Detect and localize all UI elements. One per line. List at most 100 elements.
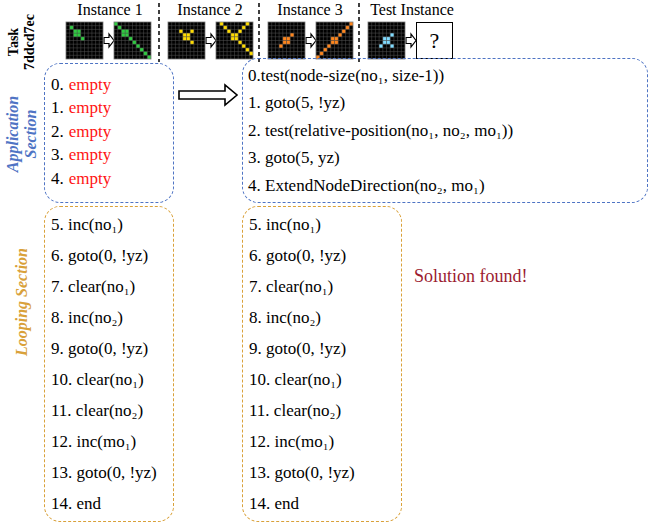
grid-pixel — [246, 48, 250, 52]
grid-line — [91, 22, 92, 59]
instruction: 9. goto(0, !yz) — [51, 339, 148, 359]
grid-frame — [66, 22, 103, 59]
grid-line — [168, 44, 205, 45]
instruction: 9. goto(0, !yz) — [249, 339, 346, 359]
grid-pixel — [179, 29, 183, 33]
grid-line — [139, 22, 140, 59]
pair-arrow — [306, 34, 316, 47]
grid-pixel — [342, 29, 346, 33]
grid-pixel — [227, 29, 231, 33]
empty-slot: empty — [69, 169, 112, 189]
grid-pixel — [338, 33, 342, 37]
grid-line — [168, 55, 205, 56]
grid-line — [316, 40, 353, 41]
grid-pixel — [387, 41, 391, 45]
grid-line — [301, 22, 302, 59]
grid-line — [338, 22, 339, 59]
grid-line — [341, 22, 342, 59]
grid-line — [393, 22, 394, 59]
pixel-grid — [66, 22, 103, 59]
instruction: 11. clear(no₂) — [249, 401, 341, 421]
code-line: 1. goto(5, !yz) — [248, 90, 513, 118]
grid-line — [168, 51, 205, 52]
instruction: 2. test(relative-position(no₁, no₂, mo₁)… — [248, 121, 513, 141]
section-heading: Application Section — [4, 79, 40, 189]
instruction: 5. inc(no₁) — [51, 215, 123, 235]
grid-line — [114, 47, 151, 48]
grid-line — [316, 44, 353, 45]
grid-line — [216, 44, 253, 45]
grid-pixel — [279, 44, 283, 48]
grid-pixel — [183, 37, 187, 41]
grid-pixel — [129, 37, 133, 41]
grid-line — [368, 55, 405, 56]
code-lines: 5. inc(no₁)6. goto(0, !yz)7. clear(no₁)8… — [45, 207, 157, 519]
code-line: 10. clear(no₁) — [51, 364, 157, 395]
line-number: 4. — [51, 169, 64, 189]
grid-pixel — [387, 37, 391, 41]
grid-pixel — [283, 37, 287, 41]
grid-line — [316, 55, 353, 56]
grid-pixel — [133, 41, 137, 45]
grid-pixel — [70, 26, 74, 30]
grid-line — [268, 44, 305, 45]
grid-line — [268, 47, 305, 48]
grid-pixel — [187, 37, 191, 41]
grid-pixel — [125, 29, 129, 33]
grid-ground — [66, 22, 103, 59]
grid-line — [168, 40, 205, 41]
pixel-grid — [268, 22, 305, 59]
answer-box: ? — [416, 22, 453, 59]
grid-pixel — [147, 55, 151, 59]
grid-pixel — [320, 52, 324, 56]
grid-pixel — [140, 48, 144, 52]
code-line: 12. inc(mo₁) — [249, 426, 355, 457]
code-line: 9. goto(0, !yz) — [51, 333, 157, 364]
grid-line — [368, 44, 405, 45]
line-number: 2. — [51, 122, 64, 142]
instance-label: Test Instance — [370, 1, 454, 19]
grid-frame — [316, 22, 353, 59]
code-line: 8. inc(no₂) — [51, 302, 157, 333]
instruction: 4. ExtendNodeDirection(no₂, mo₁) — [248, 176, 485, 196]
grid-pixel — [121, 29, 125, 33]
pixel-grid — [316, 22, 353, 59]
pixel-grid — [114, 22, 151, 59]
code-lines: 0.test(node-size(no₁, size-1))1. goto(5,… — [243, 59, 513, 200]
grid-line — [66, 47, 103, 48]
grid-line — [143, 22, 144, 59]
pair-arrow — [104, 34, 114, 47]
grid-ground — [316, 22, 353, 59]
pixel-grid — [216, 22, 253, 59]
instruction: 10. clear(no₁) — [51, 370, 144, 390]
grid-pixel — [121, 33, 125, 37]
line-number: 0. — [51, 75, 64, 95]
grid-pixel — [238, 41, 242, 45]
grid-frame — [368, 22, 405, 59]
grid-pixel — [323, 48, 327, 52]
grid-line — [114, 44, 151, 45]
grid-pixel — [190, 41, 194, 45]
grid-pixel — [118, 26, 122, 30]
code-line: 12. inc(mo₁) — [51, 426, 157, 457]
code-line: 0.test(node-size(no₁, size-1)) — [248, 62, 513, 90]
code-line: 14. end — [51, 488, 157, 519]
grid-pixel — [77, 33, 81, 37]
grid-line — [368, 40, 405, 41]
grid-pixel — [349, 22, 353, 26]
code-line: 4. ExtendNodeDirection(no₂, mo₁) — [248, 172, 513, 200]
grid-line — [197, 22, 198, 59]
grid-pixel — [242, 26, 246, 30]
instruction: 12. inc(mo₁) — [249, 432, 334, 452]
grid-pixel — [390, 44, 394, 48]
grid-pixel — [346, 26, 350, 30]
grid-line — [293, 22, 294, 59]
instruction: 8. inc(no₂) — [249, 308, 321, 328]
grid-frame — [114, 22, 151, 59]
separator — [158, 3, 160, 62]
grid-pixel — [287, 37, 291, 41]
grid-line — [190, 22, 191, 59]
grid-line — [114, 40, 151, 41]
grid-pixel — [231, 37, 235, 41]
